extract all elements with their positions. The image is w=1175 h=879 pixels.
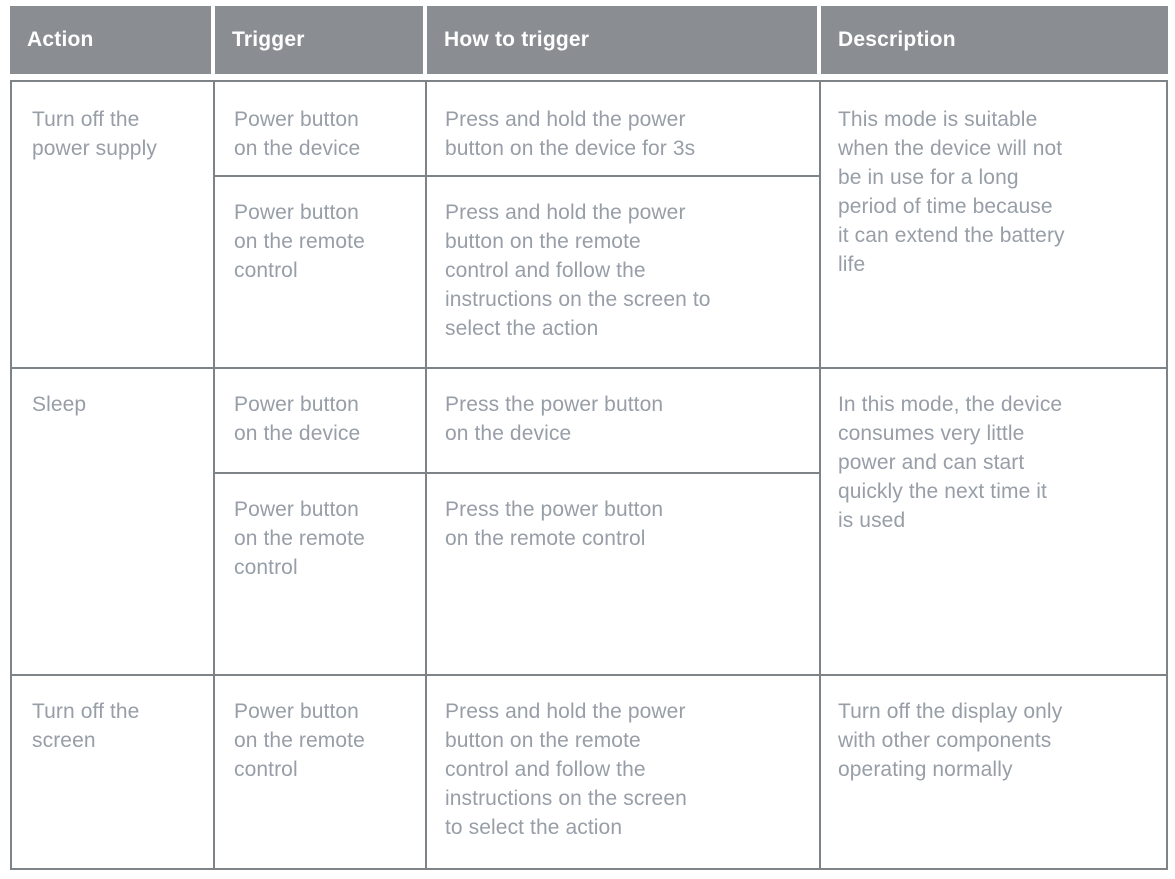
cell-how-remote-row2: Press the power button on the remote con…: [445, 498, 664, 550]
column-header-trigger: Trigger: [215, 6, 423, 74]
cell-trigger-device-row2: Power button on the device: [234, 393, 361, 445]
cell-action-sleep: Sleep: [32, 393, 87, 416]
grid-line-subrow-1: [213, 175, 821, 177]
cell-trigger-device-row1: Power button on the device: [234, 108, 361, 160]
table-body: Turn off the power supply Power button o…: [10, 80, 1168, 870]
grid-line-row-1: [12, 367, 1166, 369]
grid-line-vertical-1: [213, 82, 215, 868]
cell-trigger-remote-row2: Power button on the remote control: [234, 498, 365, 579]
cell-how-device-row2: Press the power button on the device: [445, 393, 664, 445]
cell-description-screen: Turn off the display only with other com…: [838, 700, 1063, 781]
cell-action-screen: Turn off the screen: [32, 700, 140, 752]
cell-trigger-remote-row3: Power button on the remote control: [234, 700, 365, 781]
grid-line-subrow-2: [213, 472, 821, 474]
column-header-description: Description: [821, 6, 1168, 74]
cell-how-device-row1: Press and hold the power button on the d…: [445, 108, 696, 160]
grid-line-row-2: [12, 674, 1166, 676]
cell-trigger-remote-row1: Power button on the remote control: [234, 201, 365, 282]
cell-how-remote-row1: Press and hold the power button on the r…: [445, 201, 711, 340]
grid-line-vertical-3: [819, 82, 821, 868]
column-header-how-to-trigger: How to trigger: [427, 6, 817, 74]
cell-description-power-supply: This mode is suitable when the device wi…: [838, 108, 1065, 276]
cell-description-sleep: In this mode, the device consumes very l…: [838, 393, 1063, 532]
cell-how-remote-row3: Press and hold the power button on the r…: [445, 700, 687, 839]
column-header-action: Action: [10, 6, 211, 74]
cell-action-power-supply: Turn off the power supply: [32, 108, 157, 160]
grid-line-vertical-2: [425, 82, 427, 868]
